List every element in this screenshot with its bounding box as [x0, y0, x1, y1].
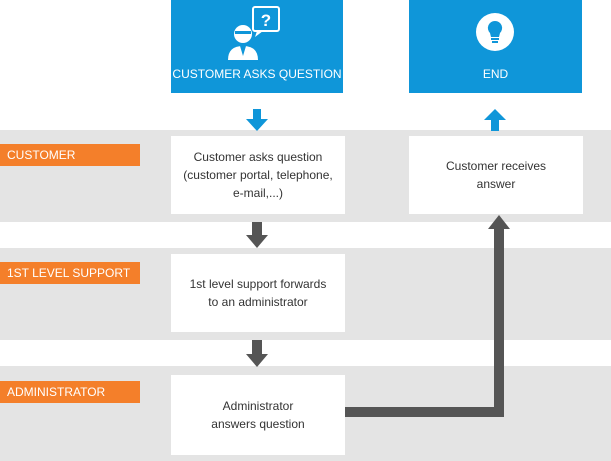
customer-lane-label: CUSTOMER — [0, 144, 140, 166]
start-node: ? CUSTOMER ASKS QUESTION — [171, 0, 343, 93]
arrow-administrator-to-customer-receives — [345, 215, 510, 417]
customer-asks-line-3: e-mail,...) — [232, 186, 283, 200]
administrator-line-1: Administrator — [222, 399, 294, 413]
start-node-label: CUSTOMER ASKS QUESTION — [172, 67, 342, 81]
customer-asks-question-step: Customer asks question (customer portal,… — [171, 136, 345, 214]
arrow-start-to-customer-asks — [246, 109, 268, 131]
arrow-customer-asks-to-first-level — [246, 222, 268, 248]
svg-text:?: ? — [261, 11, 271, 30]
first-level-line-2: to an administrator — [208, 295, 308, 309]
first-level-support-step: 1st level support forwards to an adminis… — [171, 254, 345, 332]
administrator-line-2: answers question — [211, 417, 305, 431]
end-node: END — [409, 0, 582, 93]
customer-receives-line-2: answer — [476, 177, 516, 191]
arrow-first-level-to-administrator — [246, 340, 268, 367]
administrator-answers-step: Administrator answers question — [171, 375, 345, 455]
customer-asks-line-2: (customer portal, telephone, — [183, 168, 333, 182]
lightbulb-icon — [476, 13, 514, 51]
administrator-lane-label: ADMINISTRATOR — [0, 381, 140, 403]
first-level-line-1: 1st level support forwards — [189, 277, 327, 291]
person-question-icon: ? — [228, 6, 280, 60]
first-level-support-lane-label: 1ST LEVEL SUPPORT — [0, 262, 140, 284]
arrow-customer-receives-to-end — [484, 109, 506, 131]
customer-receives-line-1: Customer receives — [445, 159, 547, 173]
customer-asks-line-1: Customer asks question — [193, 150, 323, 164]
end-node-label: END — [482, 67, 509, 81]
customer-receives-answer-step: Customer receives answer — [409, 136, 583, 214]
